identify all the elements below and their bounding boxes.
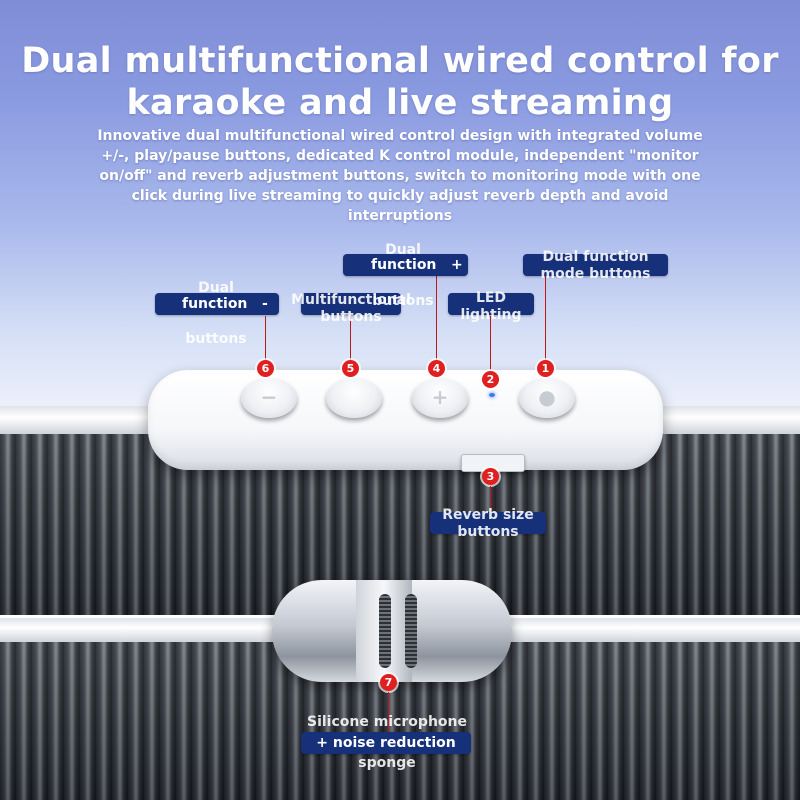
minus-symbol: - xyxy=(262,296,268,312)
dual-plus-ghost-text: Dual buttons xyxy=(372,242,434,309)
dual-minus-label: function xyxy=(182,296,248,312)
badge-7: 7 xyxy=(380,674,397,691)
badge-5: 5 xyxy=(342,360,359,377)
microphone-label-line3: sponge xyxy=(358,755,416,771)
multifunctional-label: Multifunctional buttons xyxy=(291,292,411,325)
led-indicator xyxy=(489,393,495,397)
microphone-slot-right xyxy=(405,594,417,668)
badge-4: 4 xyxy=(428,360,445,377)
led-label: LED lighting xyxy=(460,290,522,323)
page-title: Dual multifunctional wired control for k… xyxy=(0,40,800,124)
wired-remote-body xyxy=(148,370,663,470)
badge-2: 2 xyxy=(482,371,499,388)
microphone-label-line2: + noise reduction xyxy=(316,735,456,751)
dual-plus-callout: function + xyxy=(343,254,468,276)
microphone-slot-left xyxy=(379,594,391,668)
badge-6: 6 xyxy=(257,360,274,377)
led-callout xyxy=(448,293,534,315)
description-text: Innovative dual multifunctional wired co… xyxy=(97,128,703,224)
connector-line-6 xyxy=(265,316,266,360)
volume-minus-button[interactable]: − xyxy=(241,378,297,418)
title-line-2: karaoke and live streaming xyxy=(126,83,674,123)
multifunctional-callout xyxy=(301,293,401,315)
reverb-label: Reverb size buttons xyxy=(442,507,534,540)
connector-line-2 xyxy=(490,316,491,370)
dual-plus-label: function xyxy=(371,257,437,273)
dual-minus-ghost-text: Dual buttons xyxy=(185,280,247,347)
volume-plus-button[interactable]: + xyxy=(412,378,468,418)
connector-line-3 xyxy=(490,486,491,512)
badge-1: 1 xyxy=(537,360,554,377)
microphone-callout: + noise reduction xyxy=(301,732,471,754)
mode-button[interactable]: ● xyxy=(519,378,575,418)
reverb-callout xyxy=(430,512,546,534)
microphone-label-line1: Silicone microphone xyxy=(306,714,467,730)
badge-3: 3 xyxy=(482,468,499,485)
connector-line-7 xyxy=(388,692,389,732)
connector-line-5 xyxy=(350,316,351,360)
dual-mode-callout xyxy=(523,254,668,276)
multifunction-button[interactable] xyxy=(326,378,382,418)
dual-minus-callout: function - xyxy=(155,293,279,315)
plus-symbol: + xyxy=(451,257,463,273)
connector-line-4 xyxy=(436,276,437,360)
dual-mode-label: Dual function mode buttons xyxy=(540,249,651,282)
title-line-1: Dual multifunctional wired control for xyxy=(21,41,779,81)
connector-line-1 xyxy=(545,276,546,360)
